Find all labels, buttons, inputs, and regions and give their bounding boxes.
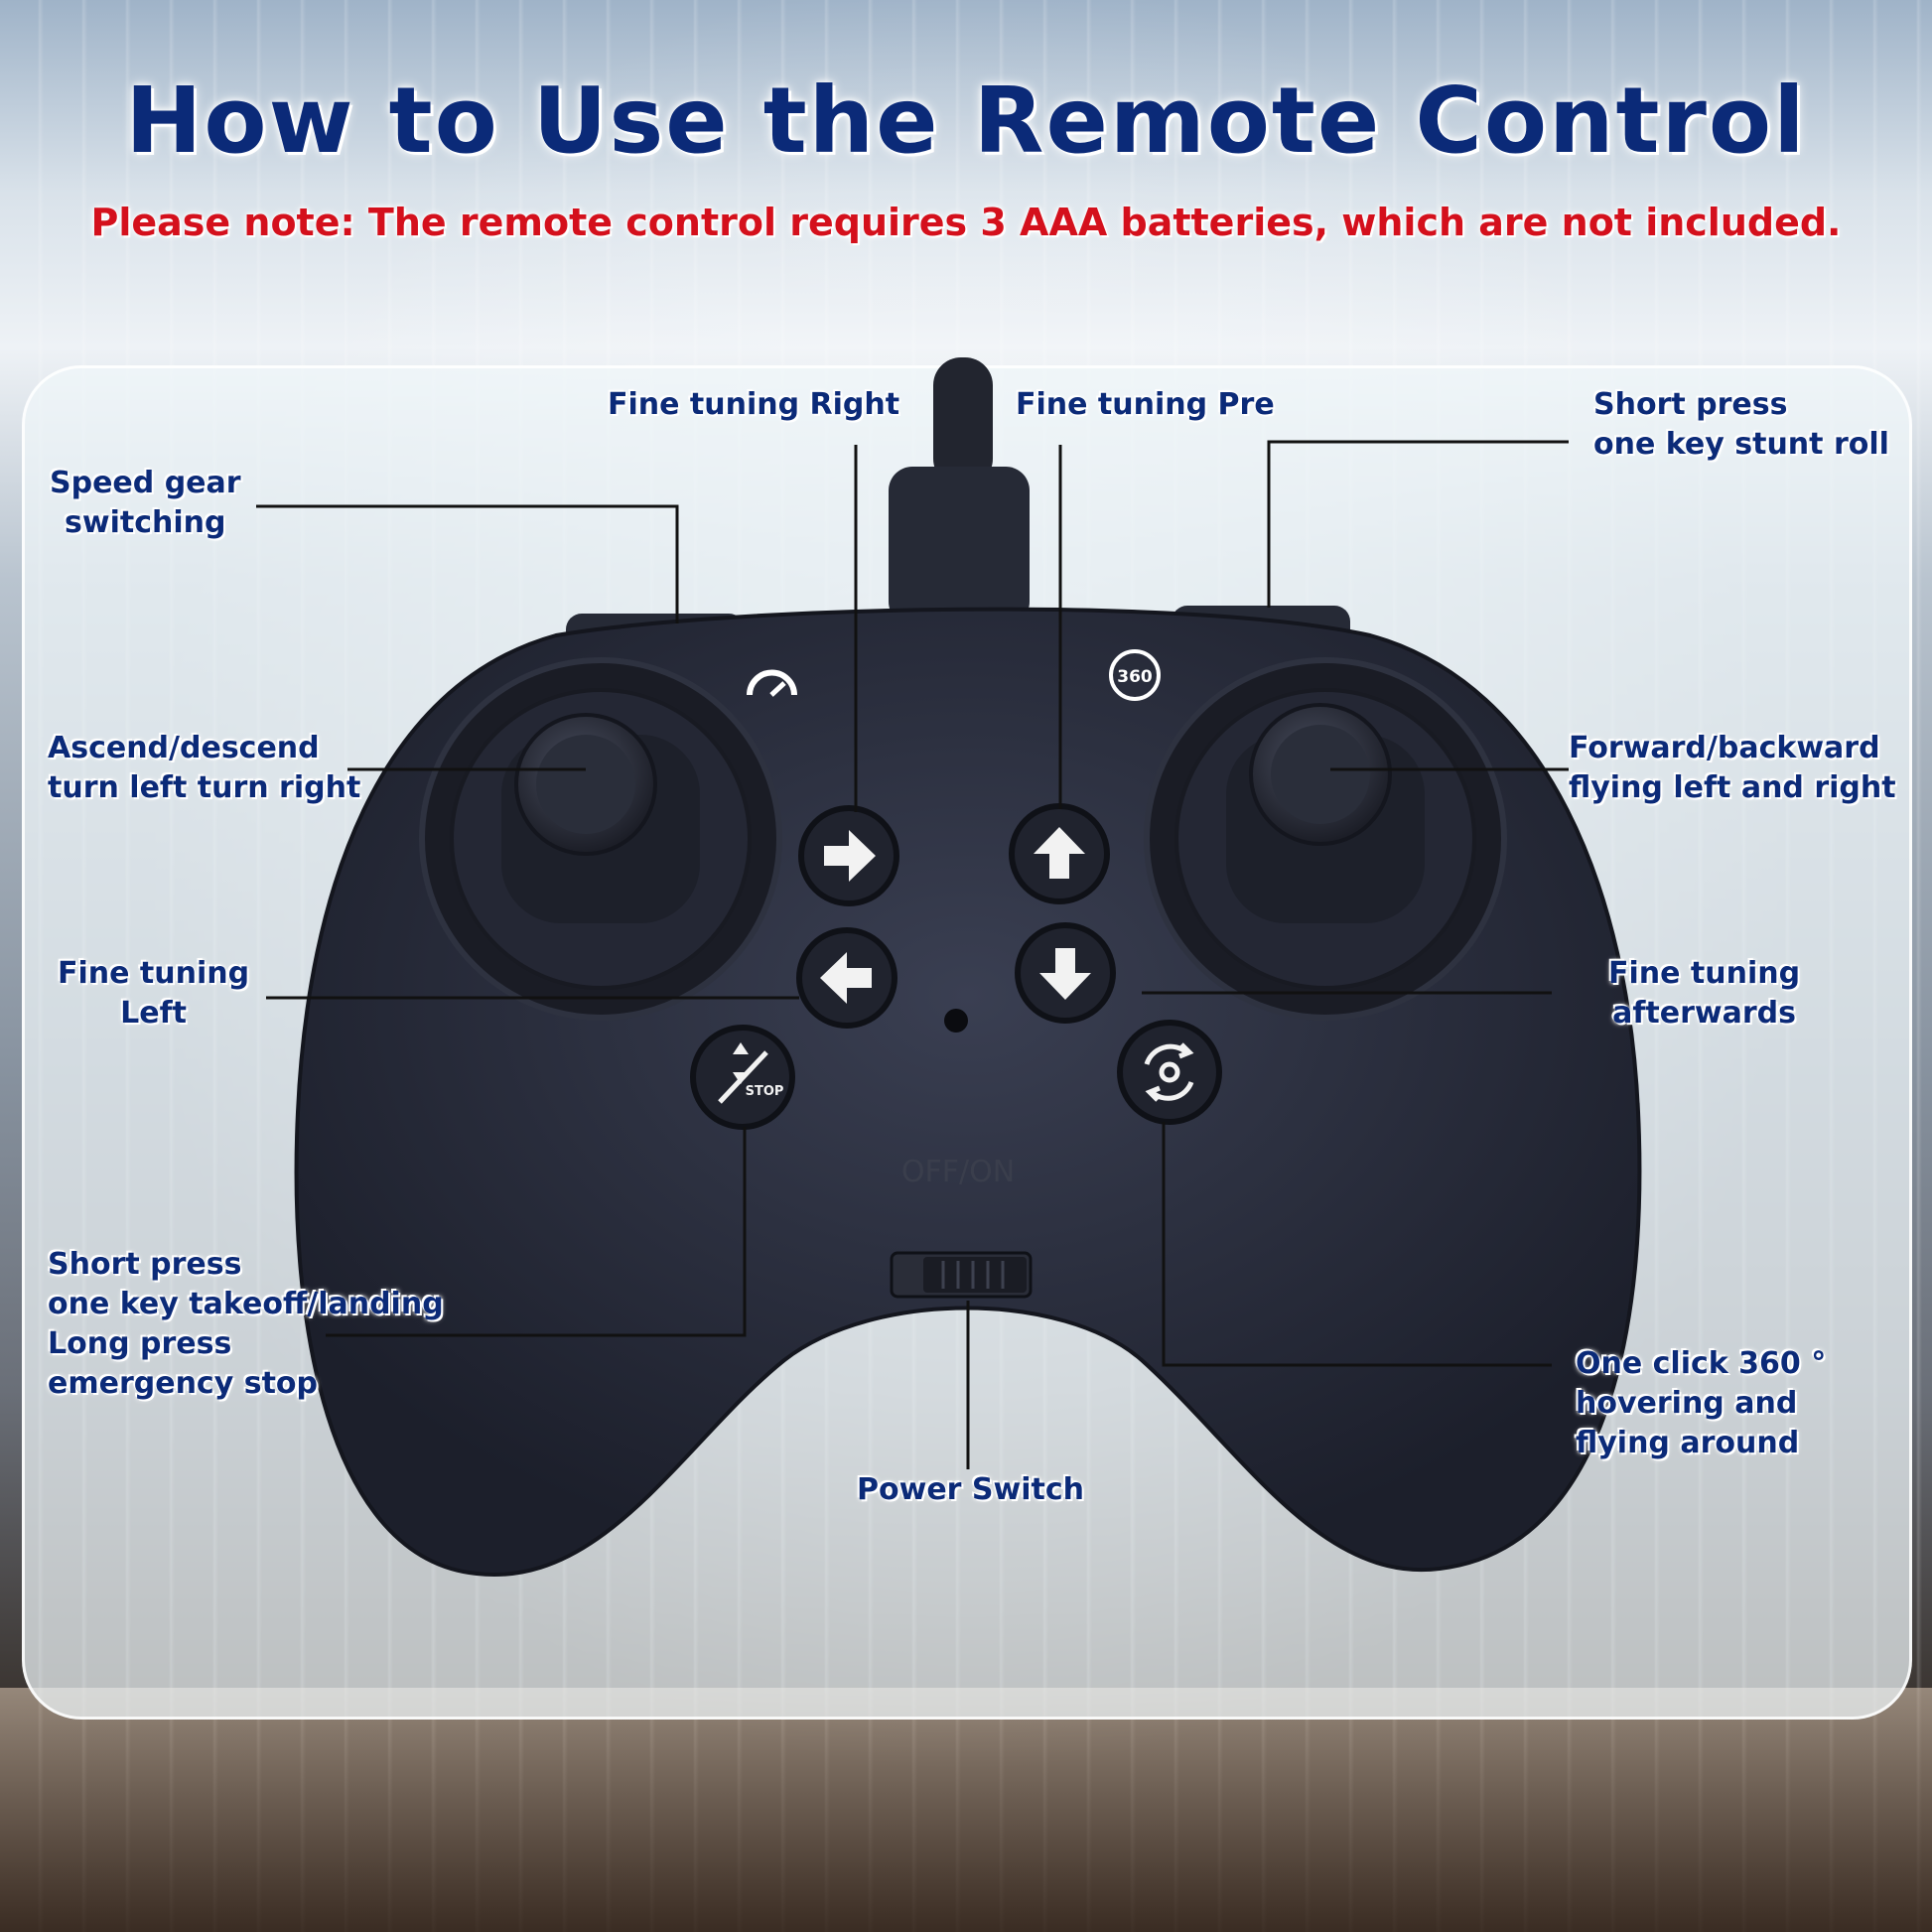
fine-tuning-pre-button[interactable] bbox=[1009, 803, 1110, 904]
label-fine-tuning-right: Fine tuning Right bbox=[608, 387, 900, 422]
right-joystick[interactable] bbox=[1144, 657, 1507, 1021]
label-one-click-360-line3: flying around bbox=[1576, 1426, 1800, 1460]
fine-tuning-left-button[interactable] bbox=[796, 927, 897, 1029]
label-takeoff-landing-line2: one key takeoff/landing bbox=[48, 1287, 444, 1321]
label-stunt-roll-line2: one key stunt roll bbox=[1593, 427, 1889, 462]
label-fine-tuning-left-line1: Fine tuning bbox=[58, 956, 250, 991]
label-speed-gear-line1: Speed gear bbox=[50, 466, 241, 500]
label-fine-tuning-afterwards-line2: afterwards bbox=[1612, 996, 1796, 1031]
label-takeoff-landing: Short press one key takeoff/landing Long… bbox=[48, 1245, 444, 1404]
label-one-click-360-line2: hovering and bbox=[1576, 1386, 1798, 1421]
rotate-360-icon bbox=[1144, 1042, 1194, 1102]
one-click-360-button[interactable] bbox=[1117, 1020, 1222, 1125]
arrow-right-icon bbox=[824, 830, 876, 882]
label-ascend-descend-line2: turn left turn right bbox=[48, 770, 361, 805]
label-fine-tuning-left: Fine tuning Left bbox=[58, 954, 249, 1034]
label-forward-backward-line1: Forward/backward bbox=[1569, 731, 1880, 765]
label-takeoff-landing-line4: emergency stop bbox=[48, 1366, 318, 1401]
callout-lines bbox=[256, 440, 1569, 1469]
battery-note: Please note: The remote control requires… bbox=[90, 201, 1842, 244]
takeoff-landing-button[interactable]: STOP bbox=[690, 1025, 795, 1130]
background-floor bbox=[0, 1688, 1932, 1932]
stop-icon: STOP bbox=[718, 1042, 784, 1104]
label-one-click-360: One click 360 ° hovering and flying arou… bbox=[1576, 1344, 1826, 1463]
fine-tuning-right-button[interactable] bbox=[798, 805, 899, 906]
label-fine-tuning-afterwards-line1: Fine tuning bbox=[1608, 956, 1801, 991]
label-fine-tuning-pre: Fine tuning Pre bbox=[1016, 387, 1275, 422]
label-fine-tuning-afterwards: Fine tuning afterwards bbox=[1608, 954, 1800, 1034]
indicator-hole bbox=[944, 1009, 968, 1033]
off-on-text: OFF/ON bbox=[901, 1155, 1015, 1189]
label-one-click-360-line1: One click 360 ° bbox=[1576, 1346, 1827, 1381]
label-forward-backward-line2: flying left and right bbox=[1569, 770, 1896, 805]
label-power-switch: Power Switch bbox=[857, 1472, 1084, 1507]
arrow-left-icon bbox=[820, 952, 872, 1004]
label-ascend-descend: Ascend/descend turn left turn right bbox=[48, 729, 360, 808]
page-title: How to Use the Remote Control bbox=[125, 68, 1807, 174]
arrow-down-icon bbox=[1039, 948, 1091, 1000]
speed-gauge-icon bbox=[747, 669, 797, 697]
label-stunt-roll-line1: Short press bbox=[1593, 387, 1788, 422]
left-joystick[interactable] bbox=[419, 657, 782, 1021]
roll-360-icon: 360 bbox=[1109, 649, 1161, 701]
arrow-up-icon bbox=[1034, 827, 1085, 879]
antenna bbox=[889, 357, 1030, 625]
stop-text: STOP bbox=[746, 1084, 784, 1099]
label-speed-gear: Speed gear switching bbox=[50, 464, 241, 543]
label-speed-gear-line2: switching bbox=[65, 505, 226, 540]
label-takeoff-landing-line3: Long press bbox=[48, 1326, 232, 1361]
label-takeoff-landing-line1: Short press bbox=[48, 1247, 242, 1282]
fine-tuning-afterwards-button[interactable] bbox=[1015, 922, 1116, 1024]
label-stunt-roll: Short press one key stunt roll bbox=[1593, 385, 1889, 465]
label-fine-tuning-left-line2: Left bbox=[120, 996, 187, 1031]
label-ascend-descend-line1: Ascend/descend bbox=[48, 731, 320, 765]
badge-360-text: 360 bbox=[1117, 667, 1153, 687]
label-forward-backward: Forward/backward flying left and right bbox=[1569, 729, 1896, 808]
power-switch[interactable] bbox=[890, 1251, 1033, 1299]
